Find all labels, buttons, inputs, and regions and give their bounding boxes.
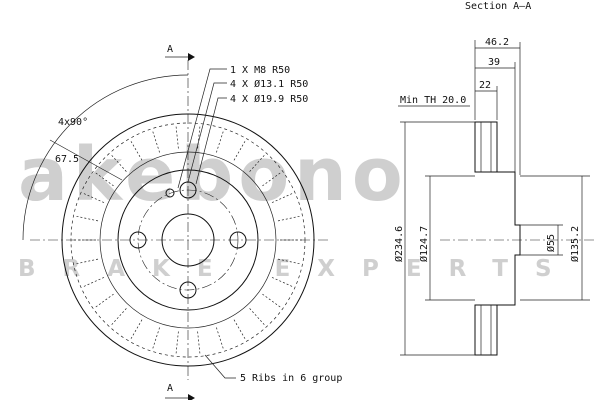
bolt-hole: [229, 231, 247, 249]
vent-rib: [95, 293, 114, 308]
dim-outer-diameter: Ø234.6: [393, 226, 405, 262]
watermark: akebono BRAKE EXPERTS: [18, 132, 579, 282]
disc-outer-edge: [61, 113, 315, 367]
vent-rib: [152, 327, 160, 349]
m8-thread-hole: [165, 188, 175, 198]
vent-rib: [197, 331, 201, 354]
section-marker-top: A: [167, 44, 173, 55]
callout-bolt-hole: 4 X Ø13.1 R50: [230, 78, 308, 90]
bolt-hole: [179, 281, 197, 299]
vent-rib: [233, 319, 246, 339]
section-marker-bottom: A: [167, 383, 173, 394]
vent-rib: [262, 293, 281, 308]
min-thickness-label: Min TH 20.0: [400, 95, 466, 106]
dim-disc-thickness: 22: [479, 80, 491, 91]
section-title: Section A–A: [465, 1, 531, 12]
watermark-brand: akebono: [18, 132, 408, 218]
disc-vent-outer: [70, 122, 306, 358]
dim-overall-height: 46.2: [485, 37, 509, 48]
angle-arc: [22, 74, 189, 241]
dim-center-bore: Ø55: [545, 234, 557, 252]
radius-leader: [49, 139, 123, 181]
angle-dimension: 4x90° 67.5: [22, 74, 189, 241]
front-view: A A 1 X M8 R50 4 X Ø13.1 R50 4 X Ø19.9 R…: [22, 44, 342, 400]
section-arrow-bottom-icon: [188, 394, 195, 400]
section-view: Section A–A 46.2 39 22 Min TH 20.0: [393, 1, 595, 356]
leader-bolt-hole: [187, 82, 227, 183]
watermark-tagline: BRAKE EXPERTS: [18, 256, 579, 282]
pcd-circle: [137, 189, 239, 291]
dim-hub-height: 39: [488, 57, 500, 68]
radius-label: 67.5: [55, 154, 79, 165]
leader-counterbore: [195, 97, 227, 185]
vent-rib: [111, 308, 127, 325]
vent-rib: [175, 331, 179, 354]
leader-m8: [177, 68, 227, 189]
ribs-leader: [204, 354, 236, 379]
angle-label: 4x90°: [58, 117, 88, 128]
hat-outline: [117, 169, 259, 311]
vent-rib: [216, 327, 224, 349]
bolt-hole: [129, 231, 147, 249]
vent-rib: [249, 308, 265, 325]
dim-hub-diameter: Ø135.2: [569, 226, 581, 262]
callout-counterbore: 4 X Ø19.9 R50: [230, 93, 308, 105]
callout-m8: 1 X M8 R50: [230, 65, 290, 76]
top-dimensions: 46.2 39 22: [474, 37, 521, 175]
dim-hat-diameter: Ø124.7: [418, 226, 430, 262]
section-arrow-top-icon: [188, 53, 195, 61]
ribs-note: 5 Ribs in 6 group: [240, 373, 342, 384]
center-bore: [161, 213, 215, 267]
disc-section-profile: [440, 121, 595, 356]
hole-callouts: 1 X M8 R50 4 X Ø13.1 R50 4 X Ø19.9 R50: [177, 65, 308, 189]
diameter-dimensions: Ø234.6 Ø124.7 Ø55 Ø135.2: [393, 121, 583, 356]
vent-rib: [130, 319, 143, 339]
